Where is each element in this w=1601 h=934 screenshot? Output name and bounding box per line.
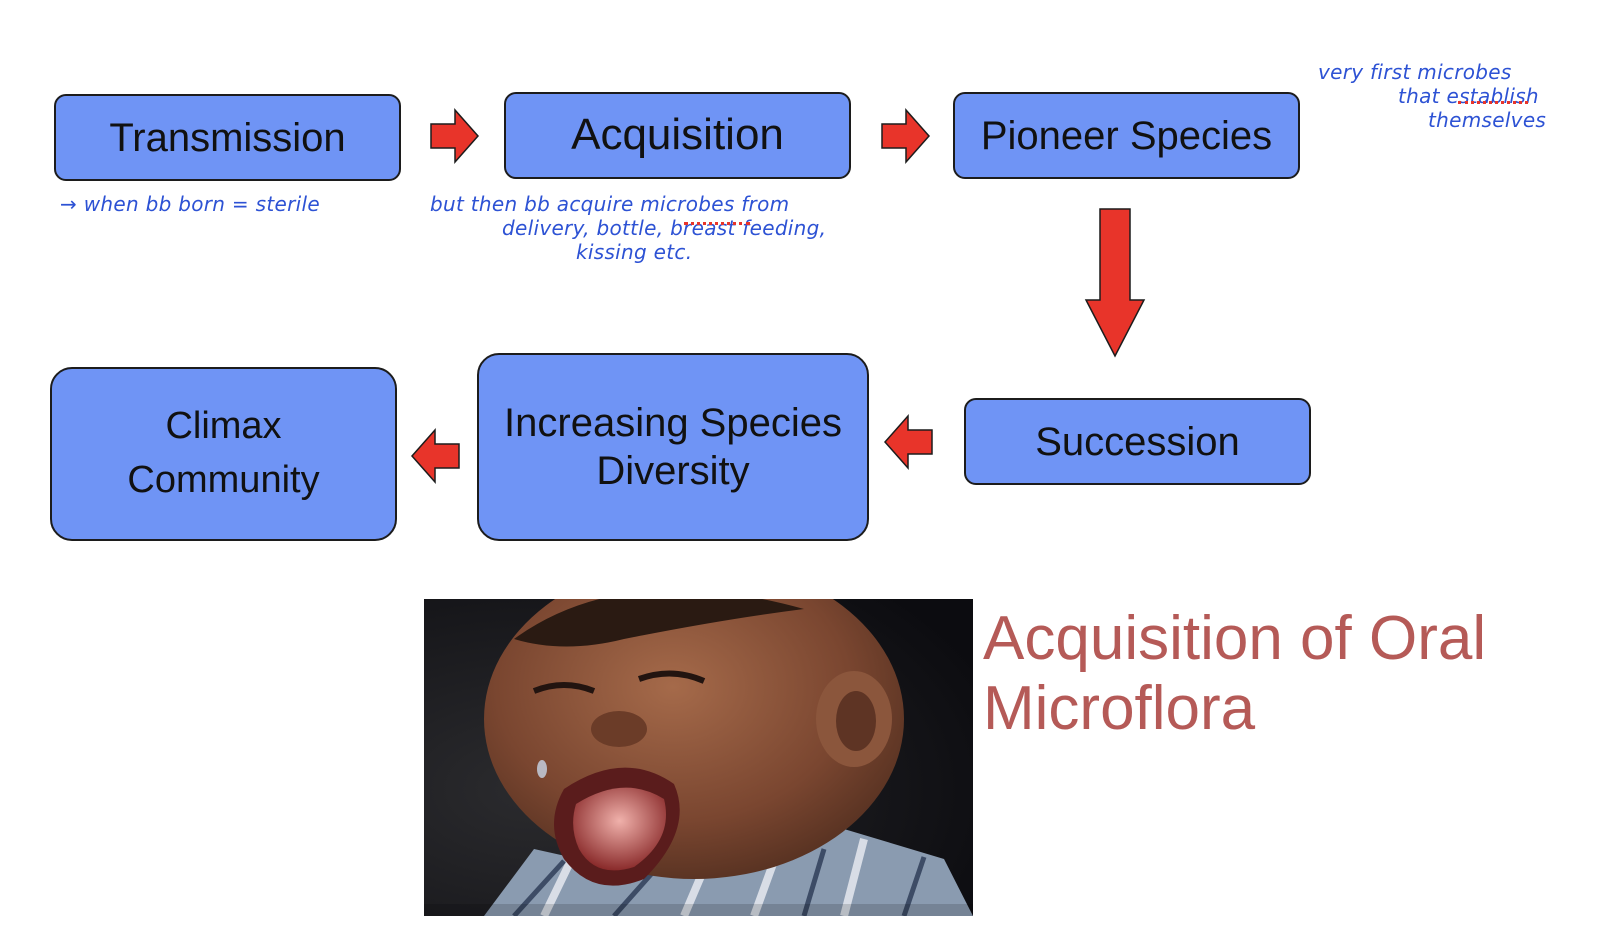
arrow-icon [881, 108, 931, 164]
node-increasing-species-diversity: Increasing Species Diversity [477, 353, 869, 541]
pioneer-annotation-line1: very first microbes [1318, 60, 1512, 84]
node-pioneer-species: Pioneer Species [953, 92, 1300, 179]
pioneer-annotation: very first microbes that establish thems… [1318, 60, 1546, 132]
node-diversity-label-line1: Increasing Species [504, 401, 842, 445]
node-succession-label: Succession [1035, 419, 1240, 464]
node-climax-label-line1: Climax [165, 405, 282, 448]
arrow-icon [1084, 208, 1146, 358]
node-succession: Succession [964, 398, 1311, 485]
transmission-annotation-text: → when bb born = sterile [60, 192, 320, 216]
caption-line1: Acquisition of Oral [983, 604, 1487, 673]
pioneer-annotation-line3: themselves [1428, 108, 1547, 132]
node-transmission-label: Transmission [109, 115, 346, 160]
node-acquisition-label: Acquisition [571, 110, 784, 160]
clipped-title-fragment [520, 0, 840, 8]
dotted-underline-mark [1458, 101, 1528, 104]
pioneer-annotation-line2: that establish [1398, 84, 1539, 108]
node-acquisition: Acquisition [504, 92, 851, 179]
slide-caption: Acquisition of Oral Microflora [983, 604, 1583, 744]
arrow-icon [410, 428, 460, 484]
arrow-icon [430, 108, 480, 164]
caption-line2: Microflora [983, 674, 1256, 743]
node-diversity-label-line2: Diversity [596, 449, 750, 493]
crying-baby-photo [424, 599, 973, 916]
node-climax-label-line2: Community [127, 459, 320, 501]
acquisition-annotation-line1: but then bb acquire microbes from [430, 192, 790, 216]
node-pioneer-species-label: Pioneer Species [980, 113, 1273, 158]
acquisition-annotation-line2: delivery, bottle, breast feeding, [502, 216, 827, 240]
transmission-annotation: → when bb born = sterile [60, 192, 320, 216]
acquisition-annotation: but then bb acquire microbes from delive… [430, 192, 826, 264]
arrow-icon [883, 414, 933, 470]
node-climax-community: Climax Community [50, 367, 397, 541]
crying-baby-illustration [424, 599, 973, 916]
dotted-underline-mark [684, 222, 750, 225]
acquisition-annotation-line3: kissing etc. [576, 240, 693, 264]
node-transmission: Transmission [54, 94, 401, 181]
